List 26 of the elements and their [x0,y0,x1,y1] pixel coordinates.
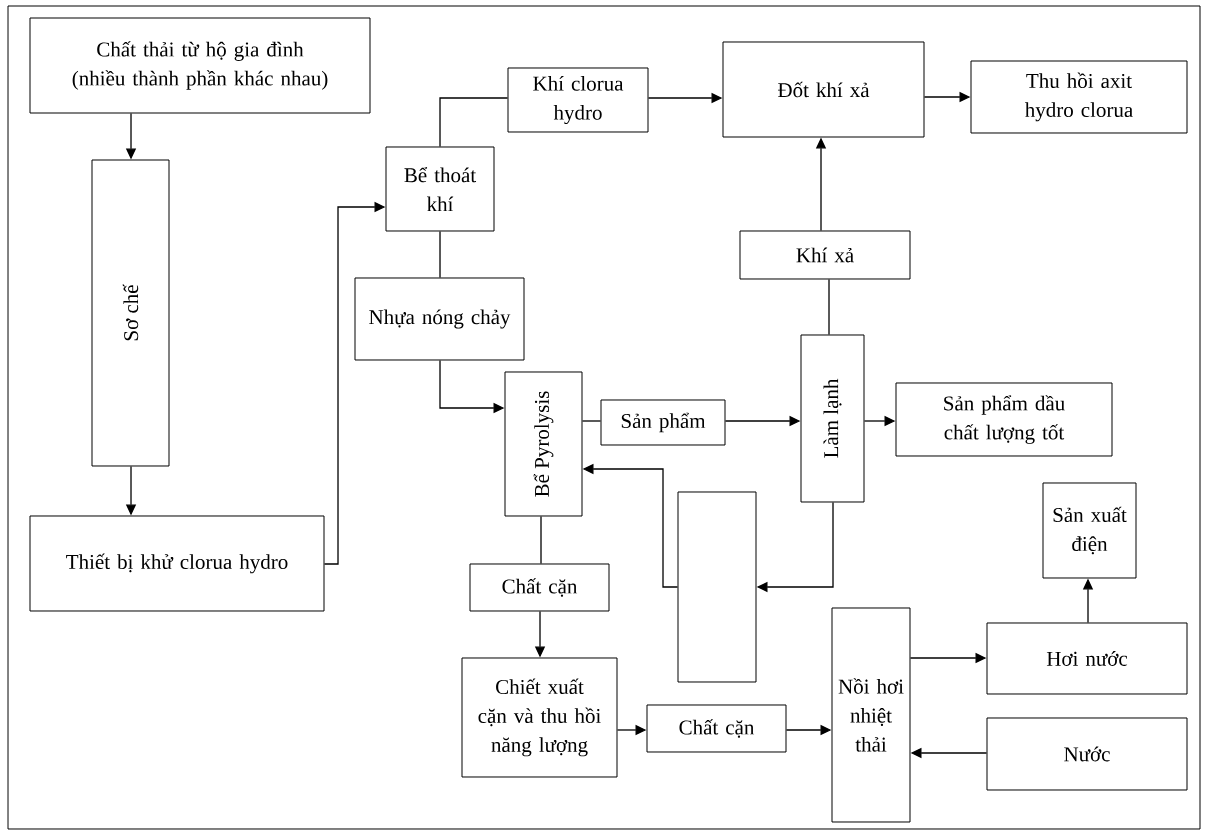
process-box: Hơi nước [986,622,1188,695]
process-box: Thiết bị khử clorua hydro [29,515,325,612]
process-box: Khí clorua hydro [507,67,649,133]
process-box: Sản phẩm dầu chất lượng tốt [895,382,1113,457]
process-box: Nhựa nóng chảy [354,277,525,361]
connector-line [581,420,602,422]
connector-line [540,515,542,565]
process-box: Bể Pyrolysis [504,371,583,517]
empty-box [677,491,757,683]
process-box: Đốt khí xả [722,41,925,138]
process-box: Sản xuất điện [1042,482,1137,579]
process-box: Thu hồi axit hydro clorua [970,60,1188,134]
process-box: Làm lạnh [800,334,865,503]
process-box: Sản phẩm [600,399,726,446]
process-box: Chất cặn [646,704,787,753]
process-box: Nồi hơi nhiệt thải [831,607,911,823]
process-box: Khí xả [739,230,911,280]
process-box: Bể thoát khí [385,146,495,232]
connector-line [828,278,830,336]
process-box: Chất cặn [469,563,610,612]
process-box: Sơ chế [91,159,170,467]
process-box: Chiết xuất cặn và thu hồi năng lượng [461,657,618,778]
connector-line [439,230,441,279]
process-box: Chất thải từ hộ gia đình (nhiều thành phần khác nhau) [29,17,371,114]
connector-line [439,97,509,148]
process-box: Nước [986,717,1188,791]
